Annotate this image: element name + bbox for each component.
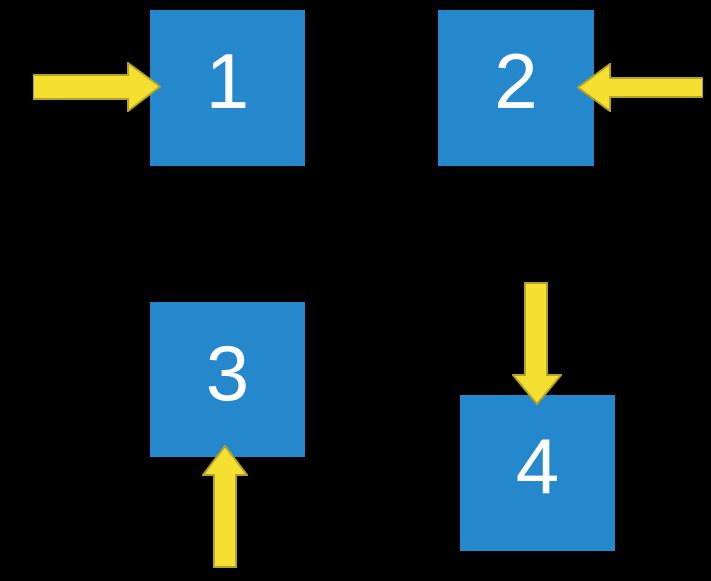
arrow-right-icon [33,62,161,112]
arrow-down-icon [512,282,562,405]
box-3: 3 [150,302,305,457]
box-3-label: 3 [205,328,250,417]
arrow-left-icon [577,63,703,112]
box-1-label: 1 [205,37,250,125]
box-2-label: 2 [494,37,538,125]
box-4-label: 4 [515,422,560,510]
box-2: 2 [438,10,594,166]
box-1: 1 [150,10,305,166]
arrow-up-icon [202,445,248,568]
box-4: 4 [460,395,615,551]
